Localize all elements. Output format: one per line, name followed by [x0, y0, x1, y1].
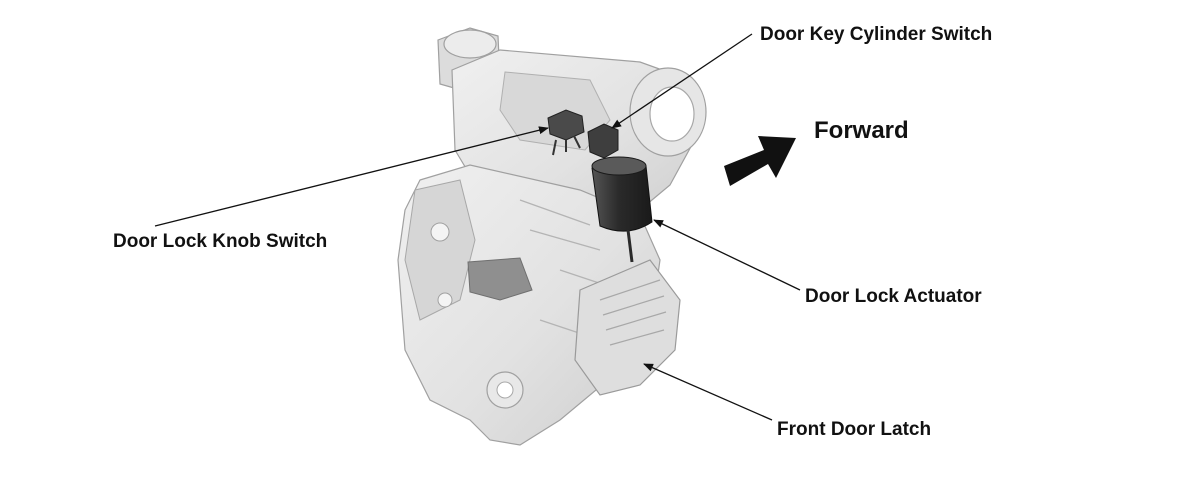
latch-block	[574, 259, 681, 396]
label-forward: Forward	[814, 117, 909, 144]
label-door-lock-actuator: Door Lock Actuator	[805, 286, 982, 307]
housing-left-hole	[430, 222, 450, 242]
leader-line-knob-switch	[154, 126, 549, 227]
latch-bottom-mount-hole	[496, 381, 514, 399]
label-door-lock-knob-switch: Door Lock Knob Switch	[113, 231, 328, 252]
door-lock-actuator-part	[591, 156, 653, 263]
leader-line-actuator	[653, 219, 801, 291]
latch-block-ribs	[599, 279, 667, 346]
key-switch-body	[587, 123, 619, 159]
housing-boss-right-hole	[649, 86, 695, 142]
housing-left-hole-2	[437, 292, 453, 308]
label-front-door-latch: Front Door Latch	[777, 419, 932, 440]
leader-line-latch	[643, 363, 773, 421]
housing-boss-left-face	[443, 29, 497, 59]
leader-line-key-cylinder	[611, 33, 753, 129]
housing-slot	[467, 257, 533, 301]
front-door-latch-housing	[397, 27, 707, 446]
knob-switch-pins	[552, 135, 581, 156]
actuator-top	[591, 156, 647, 176]
housing-left-bracket	[404, 179, 476, 321]
door-key-cylinder-switch-part	[587, 123, 619, 159]
knob-switch-body	[547, 109, 585, 141]
forward-arrow-icon	[724, 136, 796, 186]
label-door-key-cylinder-switch: Door Key Cylinder Switch	[760, 24, 993, 45]
actuator-rod	[626, 229, 634, 263]
door-lock-knob-switch-part	[547, 109, 585, 156]
housing-ribs	[519, 199, 621, 341]
